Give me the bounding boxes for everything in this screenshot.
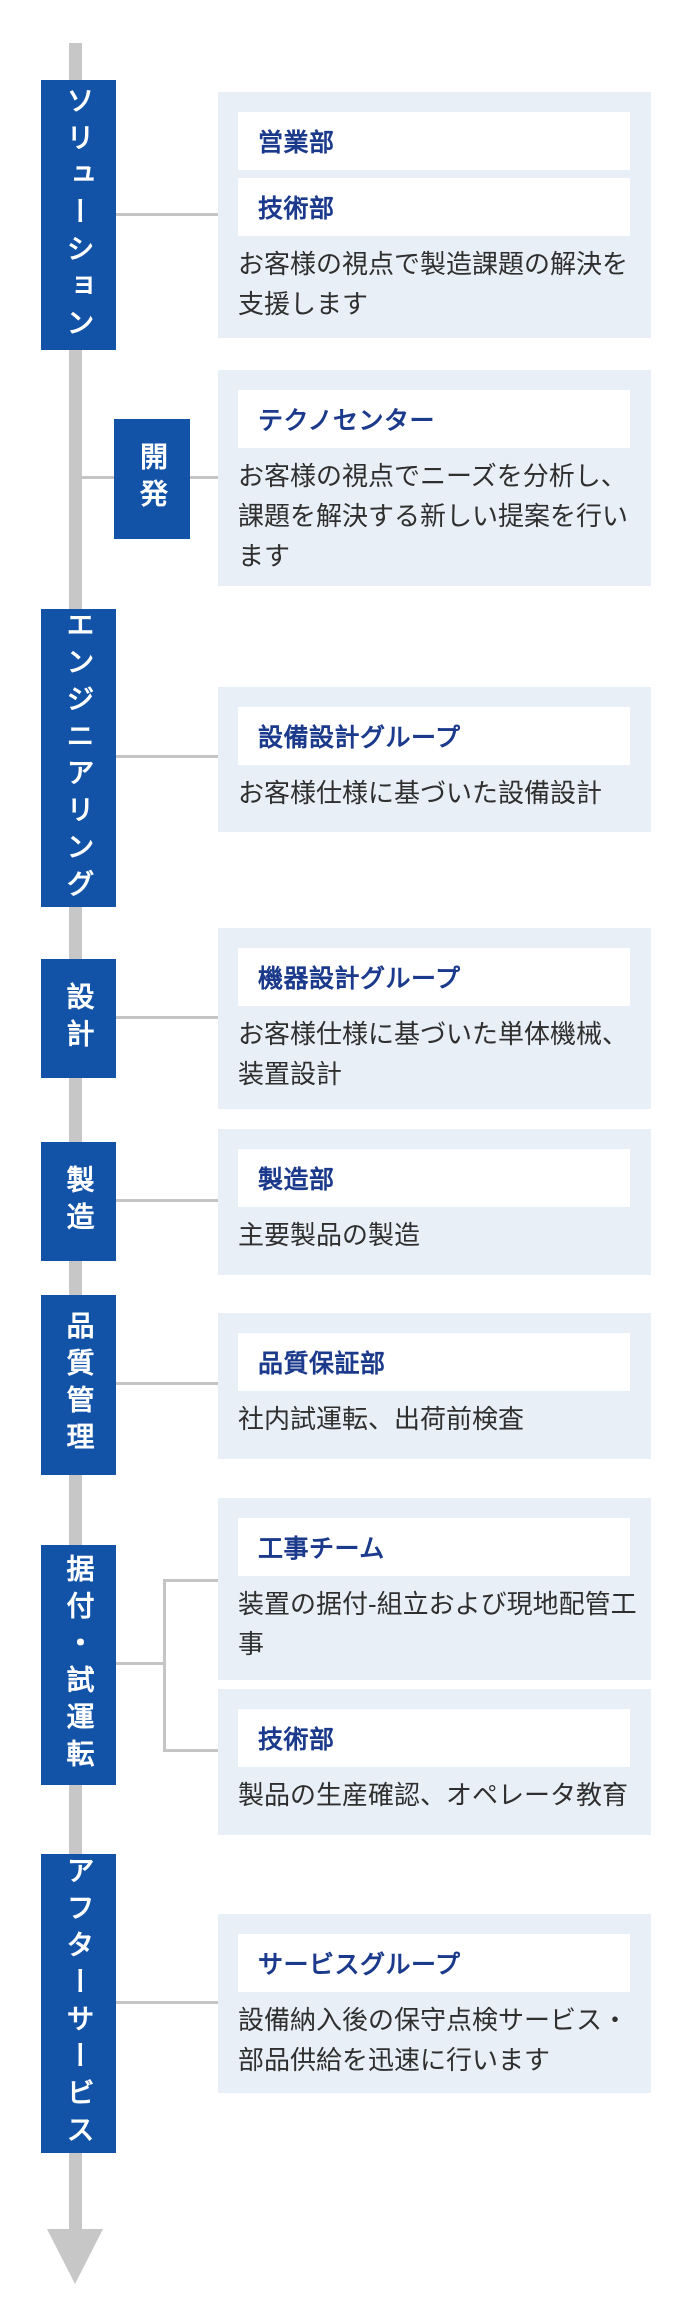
department-name: 製造部 [258, 1166, 335, 1194]
branch-connector-stub [116, 1662, 166, 1665]
panel-description: 装置の据付-組立および現地配管工事 [238, 1589, 637, 1659]
stage-box-design: 設計 [41, 959, 116, 1078]
panel-description: 製品の生産確認、オペレータ教育 [238, 1780, 629, 1810]
department-box: 工事チーム [238, 1518, 630, 1576]
department-name: サービスグループ [258, 1951, 461, 1979]
department-name: 機器設計グループ [258, 965, 461, 993]
stage-label: 製造 [63, 1164, 95, 1239]
panel-description: お客様仕様に基づいた設備設計 [238, 778, 603, 808]
stage-label: 据付・試運転 [63, 1554, 95, 1776]
department-box: 製造部 [238, 1149, 630, 1207]
department-box: サービスグループ [238, 1934, 630, 1992]
stage-label: 開発 [137, 442, 168, 516]
panel-construction-team: 工事チーム 装置の据付-組立および現地配管工事 [218, 1498, 651, 1680]
stage-box-solution: ソリューション [41, 80, 116, 350]
department-box: 設備設計グループ [238, 707, 630, 765]
stage-label: 品質管理 [63, 1311, 95, 1459]
panel-description: 社内試運転、出荷前検査 [238, 1404, 525, 1434]
panel-manufacturing: 製造部 主要製品の製造 [218, 1129, 651, 1275]
stage-box-development: 開発 [114, 419, 190, 539]
connector-quality [116, 1382, 218, 1385]
stage-label: ソリューション [63, 85, 95, 345]
panel-description: お客様の視点で製造課題の解決を支援します [238, 249, 629, 319]
department-box: 営業部 [238, 112, 630, 170]
stage-box-manufacturing: 製造 [41, 1142, 116, 1261]
panel-development: テクノセンター お客様の視点でニーズを分析し、課題を解決する新しい提案を行います [218, 370, 651, 586]
panel-quality-assurance: 品質保証部 社内試運転、出荷前検査 [218, 1313, 651, 1459]
stage-label: エンジニアリング [63, 610, 95, 906]
stage-box-engineering: エンジニアリング [41, 609, 116, 907]
connector-engineering [116, 755, 218, 758]
department-box: 技術部 [238, 1709, 630, 1767]
panel-solution: 営業部 技術部 お客様の視点で製造課題の解決を支援します [218, 92, 651, 338]
stage-box-quality-control: 品質管理 [41, 1295, 116, 1475]
panel-technical-dept: 技術部 製品の生産確認、オペレータ教育 [218, 1689, 651, 1835]
stage-box-after-service: アフターサービス [41, 1854, 116, 2153]
panel-description: 主要製品の製造 [238, 1220, 421, 1250]
panel-description: お客様仕様に基づいた単体機械、装置設計 [238, 1019, 629, 1089]
panel-design: 機器設計グループ お客様仕様に基づいた単体機械、装置設計 [218, 928, 651, 1109]
flow-arrow-head-icon [47, 2229, 103, 2284]
department-name: 営業部 [258, 129, 335, 157]
department-box: 技術部 [238, 178, 630, 236]
department-box: テクノセンター [238, 390, 630, 448]
panel-description: お客様の視点でニーズを分析し、課題を解決する新しい提案を行います [238, 461, 629, 571]
connector-manufacturing [116, 1199, 218, 1202]
stage-box-installation: 据付・試運転 [41, 1545, 116, 1785]
department-name: 技術部 [258, 195, 335, 223]
branch-connector-bottom [163, 1749, 218, 1752]
panel-engineering: 設備設計グループ お客様仕様に基づいた設備設計 [218, 687, 651, 832]
department-name: 品質保証部 [258, 1350, 386, 1378]
department-name: 設備設計グループ [258, 724, 461, 752]
branch-connector-vertical [163, 1579, 166, 1752]
department-box: 機器設計グループ [238, 948, 630, 1006]
department-name: 工事チーム [258, 1535, 385, 1563]
stage-label: アフターサービス [63, 1855, 95, 2152]
department-box: 品質保証部 [238, 1333, 630, 1391]
connector-solution [116, 213, 218, 216]
stage-label: 設計 [63, 981, 95, 1056]
panel-description: 設備納入後の保守点検サービス・部品供給を迅速に行います [238, 2005, 629, 2075]
branch-connector-top [163, 1579, 218, 1582]
panel-service-group: サービスグループ 設備納入後の保守点検サービス・部品供給を迅速に行います [218, 1914, 651, 2093]
connector-afterservice [116, 2001, 218, 2004]
connector-design [116, 1016, 218, 1019]
department-name: テクノセンター [258, 407, 436, 435]
department-name: 技術部 [258, 1726, 335, 1754]
